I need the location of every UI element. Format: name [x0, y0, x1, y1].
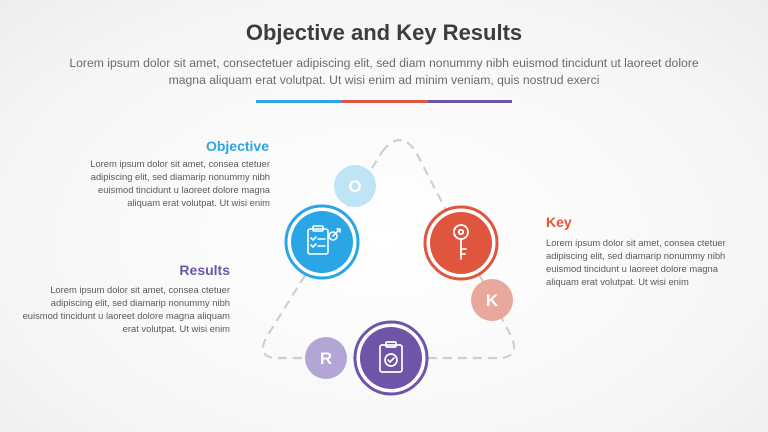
objective-description: Lorem ipsum dolor sit amet, consea ctetu…	[90, 158, 270, 208]
clipboard-target-icon	[307, 225, 341, 255]
key-letter-circle: K	[471, 279, 513, 321]
key-description: Lorem ipsum dolor sit amet, consea ctetu…	[546, 237, 726, 287]
key-main-circle	[423, 205, 499, 281]
clipboard-check-icon	[379, 341, 403, 373]
page-subtitle: Lorem ipsum dolor sit amet, consectetuer…	[69, 56, 699, 87]
key-heading: Key	[546, 214, 572, 230]
objective-heading: Objective	[205, 138, 269, 154]
objective-letter: O	[348, 177, 361, 196]
objective-main-circle	[284, 204, 360, 280]
divider-segment-objective	[256, 100, 342, 103]
results-main-circle	[353, 320, 429, 396]
results-letter: R	[320, 349, 332, 368]
key-letter: K	[486, 291, 499, 310]
key-icon	[453, 224, 469, 260]
results-description: Lorem ipsum dolor sit amet, consea ctetu…	[22, 284, 230, 334]
objective-letter-circle: O	[334, 165, 376, 207]
results-heading: Results	[179, 262, 230, 278]
page-title: Objective and Key Results	[245, 20, 523, 45]
divider-segment-results	[428, 100, 512, 103]
results-letter-circle: R	[305, 337, 347, 379]
divider-segment-key	[342, 100, 428, 103]
